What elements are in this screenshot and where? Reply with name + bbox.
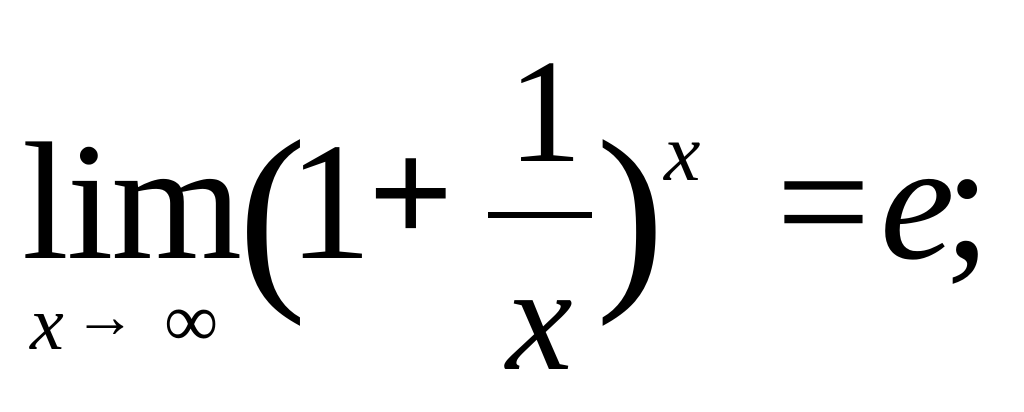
fraction-denominator: x: [506, 236, 573, 402]
limit-infinity: ∞: [164, 279, 219, 363]
euler-constant: e: [880, 109, 955, 295]
fraction-bar: [488, 212, 592, 218]
equals-sign: =: [776, 109, 871, 295]
one-term: 1: [288, 109, 372, 295]
exponent: x: [664, 107, 701, 198]
left-parenthesis: (: [238, 98, 307, 327]
limit-arrow: →: [74, 283, 136, 351]
limit-subscript-variable: x: [30, 282, 64, 366]
right-parenthesis: ): [596, 98, 665, 327]
semicolon: ;: [944, 109, 991, 295]
fraction-numerator: 1: [508, 30, 582, 194]
lim-operator: lim: [22, 109, 242, 295]
plus-sign: +: [368, 110, 454, 276]
